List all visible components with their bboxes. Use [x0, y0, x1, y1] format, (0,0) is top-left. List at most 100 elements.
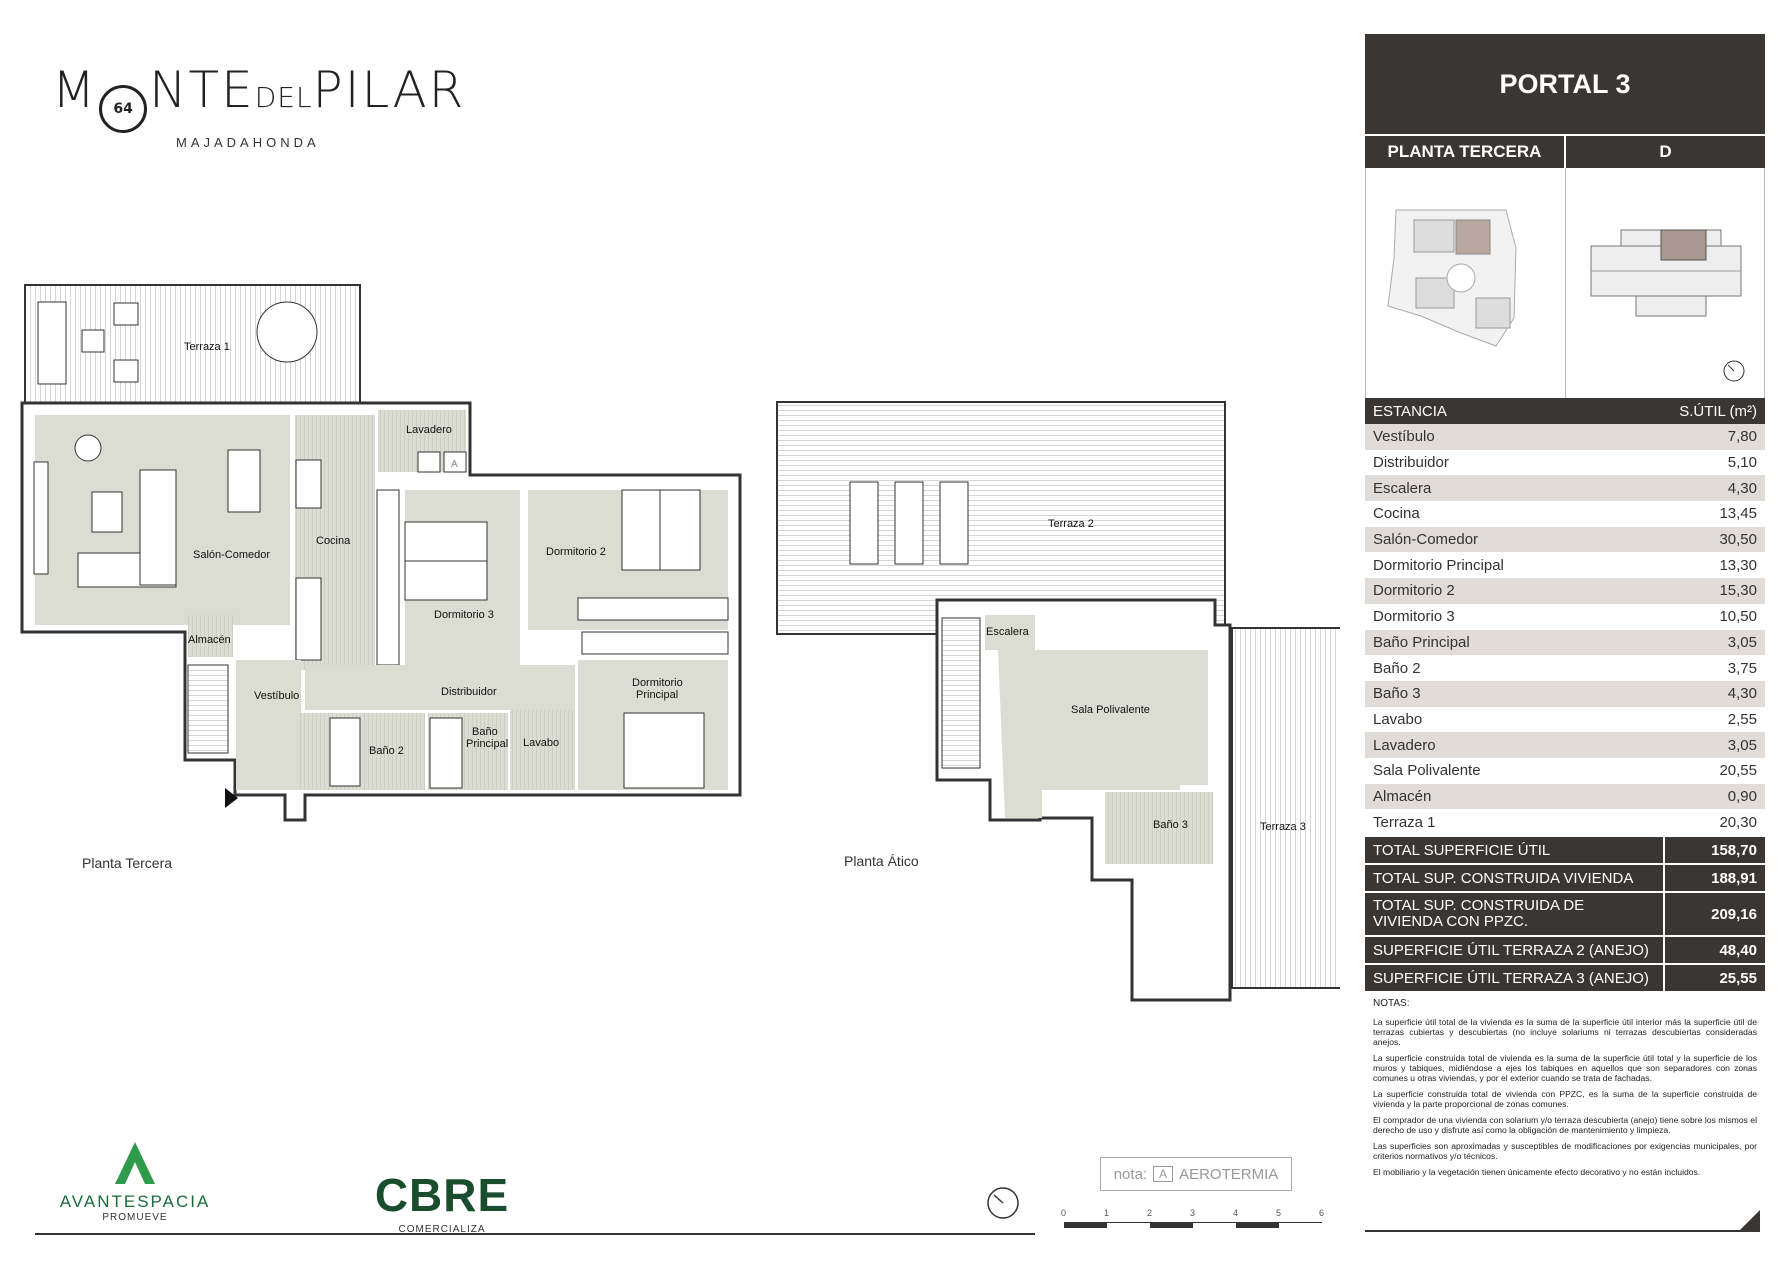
label-cocina: Cocina [316, 535, 351, 547]
key-plans [1365, 168, 1765, 398]
room-name: Lavabo [1373, 710, 1423, 728]
room-name: Baño 2 [1373, 659, 1421, 677]
lavabo-area [510, 710, 575, 790]
label-sala: Sala Polivalente [1071, 704, 1150, 716]
col-sutil: S.ÚTIL (m²) [1609, 398, 1765, 424]
room-name: Dormitorio 2 [1365, 578, 1610, 604]
total-row: SUPERFICIE ÚTIL TERRAZA 3 (ANEJO)25,55 [1365, 963, 1765, 991]
floor-unit-header: PLANTA TERCERA D [1365, 134, 1765, 168]
room-area: 30,50 [1609, 526, 1765, 553]
total-row: SUPERFICIE ÚTIL TERRAZA 2 (ANEJO)48,40 [1365, 935, 1765, 964]
plan-tercera: Terraza 1 Salón-Comedor Cocina A Lavader… [20, 284, 742, 871]
room-area: 3,05 [1609, 732, 1765, 758]
note-item: La superficie útil total de la vivienda … [1373, 1017, 1757, 1047]
entrance-arrow [225, 788, 238, 808]
room-name: Terraza 1 [1373, 813, 1436, 831]
corner-mark [1738, 1210, 1760, 1232]
seller-name: CBRE [374, 1169, 510, 1221]
room-area: 15,30 [1609, 578, 1765, 604]
label-bano2: Baño 2 [369, 745, 404, 757]
note-item: Las superficies son aproximadas y suscep… [1373, 1141, 1757, 1161]
terraza3-area [1231, 627, 1340, 989]
stairs-atico [941, 617, 981, 769]
total-value: 209,16 [1663, 891, 1765, 936]
scale-tick-label: 6 [1319, 1208, 1325, 1218]
room-name: Baño Principal [1365, 629, 1610, 656]
floor-plans: Terraza 1 Salón-Comedor Cocina A Lavader… [20, 284, 1340, 1002]
seller-role: COMERCIALIZA [398, 1224, 486, 1235]
label-bano-princ-2: Principal [466, 738, 508, 750]
label-dorm2: Dormitorio 2 [546, 546, 606, 558]
north-compass-icon [987, 1187, 1019, 1219]
room-name: Dormitorio Principal [1373, 556, 1504, 574]
label-terraza2: Terraza 2 [1048, 518, 1094, 530]
stairs-tercera [187, 664, 229, 754]
avantespacia-mark-icon [115, 1142, 155, 1184]
scale-tick-label: 4 [1233, 1208, 1239, 1218]
logo-letters-nte: NTE [149, 61, 255, 119]
promoter-logo: AVANTESPACIA PROMUEVE [45, 1140, 225, 1223]
nota-mark: A [1153, 1166, 1174, 1182]
room-area: 7,80 [1609, 424, 1765, 450]
room-area: 4,30 [1609, 680, 1765, 707]
bano3-area [1105, 792, 1213, 864]
label-terraza1: Terraza 1 [184, 341, 230, 353]
caption-atico: Planta Ático [844, 853, 919, 869]
scale-tick-label: 3 [1190, 1208, 1196, 1218]
sala-area [998, 650, 1208, 818]
room-name: Escalera [1365, 475, 1610, 502]
total-value: 48,40 [1663, 935, 1765, 964]
nota-label: nota: [1113, 1165, 1148, 1183]
total-label: SUPERFICIE ÚTIL TERRAZA 2 (ANEJO) [1365, 935, 1664, 964]
room-name: Baño 3 [1365, 680, 1610, 707]
total-value: 188,91 [1663, 863, 1765, 892]
table-row: Dormitorio Principal 13,30 [1365, 552, 1765, 578]
label-salon: Salón-Comedor [193, 549, 270, 561]
label-distribuidor: Distribuidor [441, 686, 497, 698]
room-area: 4,30 [1609, 475, 1765, 502]
logo-subtitle: MAJADAHONDA [176, 135, 320, 150]
room-area: 10,50 [1719, 608, 1757, 626]
bano2-area [300, 713, 425, 790]
room-name: Vestíbulo [1365, 424, 1610, 450]
note-item: El mobiliario y la vegetación tienen úni… [1373, 1167, 1701, 1177]
vestibulo-area [236, 660, 301, 790]
room-name: Almacén [1365, 783, 1610, 810]
unit-info-panel: PORTAL 3 PLANTA TERCERA D [1365, 34, 1765, 1183]
seller-logo: CBRE COMERCIALIZA [372, 1172, 512, 1235]
total-value: 25,55 [1663, 963, 1765, 991]
building-key-plan [1566, 168, 1765, 398]
room-area: 13,30 [1719, 556, 1757, 574]
logo-letters-pilar: PILAR [312, 61, 466, 119]
logo-circle-64: 64 [99, 85, 148, 133]
promoter-role: PROMUEVE [102, 1212, 168, 1223]
label-dorm3: Dormitorio 3 [434, 609, 494, 621]
room-area: 2,55 [1727, 710, 1757, 728]
note-item: El comprador de una vivienda con solariu… [1373, 1115, 1757, 1135]
total-value: 158,70 [1663, 835, 1765, 864]
total-label: TOTAL SUPERFICIE ÚTIL [1365, 835, 1664, 864]
label-lavabo: Lavabo [523, 737, 559, 749]
room-area: 13,45 [1719, 505, 1757, 523]
room-area: 0,90 [1609, 783, 1765, 810]
plan-atico: Terraza 2 Escalera Sala Polivalente Baño… [776, 401, 1340, 1002]
label-terraza3: Terraza 3 [1260, 821, 1306, 833]
label-escalera: Escalera [986, 626, 1030, 638]
notes: NOTAS: La superficie útil total de la vi… [1365, 991, 1765, 1178]
label-dorm-princ-1: Dormitorio [632, 677, 683, 689]
label-almacen: Almacén [188, 634, 231, 646]
total-label: TOTAL SUP. CONSTRUIDA DE VIVIENDA CON PP… [1365, 891, 1664, 936]
site-key-plan [1366, 168, 1566, 398]
